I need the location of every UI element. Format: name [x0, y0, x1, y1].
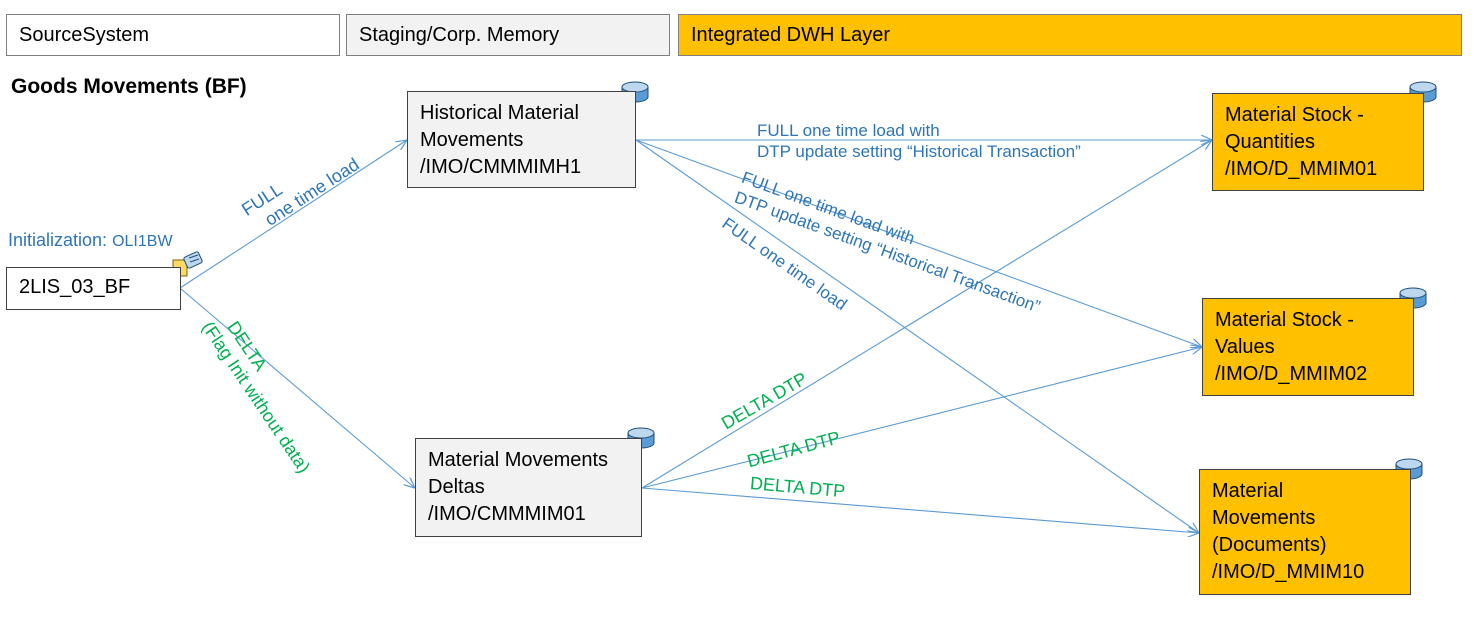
diagram-title: Goods Movements (BF) [11, 75, 247, 98]
node-line: Movements [420, 129, 524, 151]
legend-staging: Staging/Corp. Memory [346, 14, 670, 56]
node-line: 2LIS_03_BF [19, 276, 131, 298]
node-material-movements-documents: Material Movements (Documents) /IMO/D_MM… [1199, 469, 1411, 595]
arrow-source-to-historical [179, 140, 407, 289]
node-line: Historical Material [420, 102, 579, 124]
node-line: Deltas [428, 476, 485, 498]
node-line: /IMO/D_MMIM01 [1225, 158, 1378, 180]
node-line: Material [1212, 480, 1284, 502]
initialization-code: OLI1BW [112, 233, 173, 250]
node-line: Material Stock - [1225, 104, 1364, 126]
legend-dwh: Integrated DWH Layer [678, 14, 1462, 56]
legend-source-label: SourceSystem [19, 23, 150, 46]
label-historical-to-quantities: FULL one time load with DTP update setti… [757, 120, 1081, 162]
label-line: FULL one time load with [757, 121, 940, 140]
node-historical-material-movements: Historical Material Movements /IMO/CMMMI… [407, 91, 636, 188]
node-material-stock-quantities: Material Stock - Quantities /IMO/D_MMIM0… [1212, 93, 1424, 191]
node-line: (Documents) [1212, 534, 1327, 556]
initialization-prefix: Initialization: [8, 230, 108, 250]
arrow-source-to-deltas [179, 287, 415, 488]
arrow-historical-to-values [635, 139, 1202, 347]
legend-staging-label: Staging/Corp. Memory [359, 23, 560, 46]
legend-dwh-label: Integrated DWH Layer [691, 23, 890, 46]
node-line: /IMO/D_MMIM10 [1212, 561, 1365, 583]
node-line: /IMO/D_MMIM02 [1215, 363, 1368, 385]
initialization-label: Initialization: OLI1BW [8, 230, 173, 251]
arrow-deltas-to-documents [641, 487, 1199, 533]
node-material-stock-values: Material Stock - Values /IMO/D_MMIM02 [1202, 298, 1414, 396]
arrow-historical-to-documents [635, 139, 1199, 533]
label-line: DTP update setting “Historical Transacti… [757, 142, 1081, 161]
node-line: Values [1215, 336, 1275, 358]
node-material-movements-deltas: Material Movements Deltas /IMO/CMMMIM01 [415, 438, 642, 537]
node-line: Quantities [1225, 131, 1316, 153]
node-line: Movements [1212, 507, 1316, 529]
node-line: Material Stock - [1215, 309, 1354, 331]
node-source-2lis-03-bf: 2LIS_03_BF [6, 267, 181, 310]
node-line: /IMO/CMMMIMH1 [420, 156, 582, 178]
node-line: Material Movements [428, 449, 609, 471]
node-line: /IMO/CMMMIM01 [428, 503, 586, 525]
arrow-deltas-to-quantities [641, 140, 1212, 489]
legend-source-system: SourceSystem [6, 14, 340, 56]
arrow-deltas-to-values [641, 347, 1202, 489]
